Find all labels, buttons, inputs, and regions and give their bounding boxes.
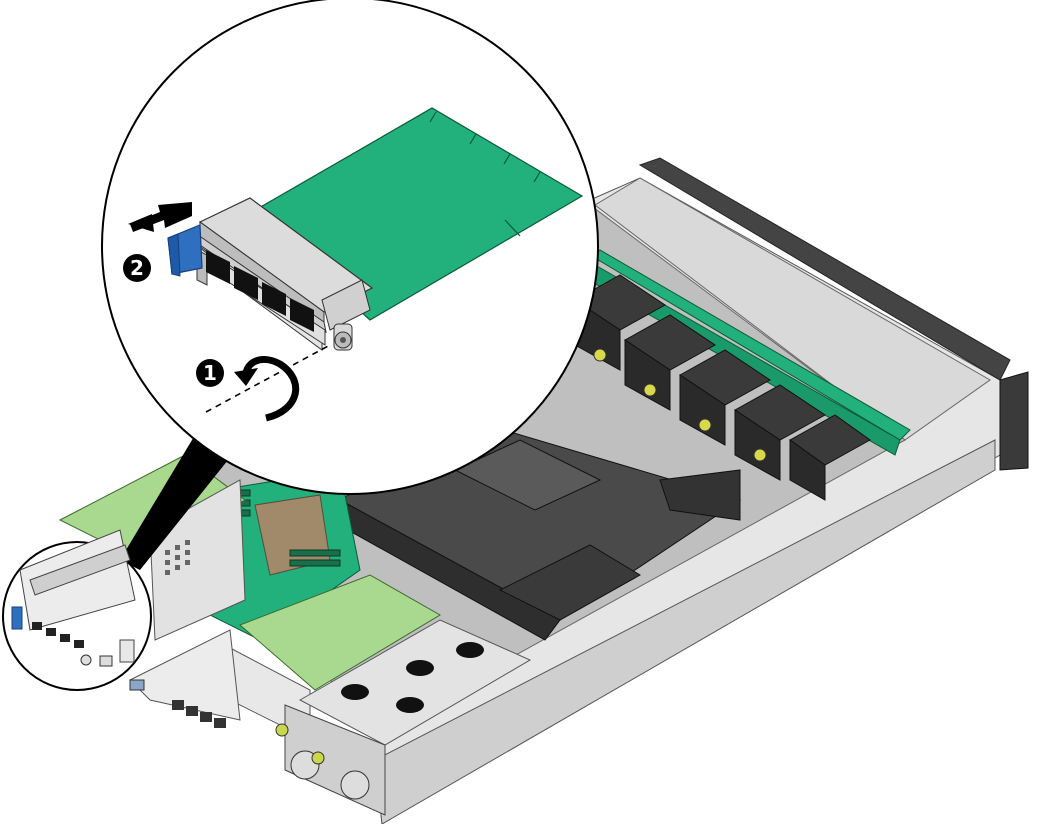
network-ports — [206, 250, 314, 332]
thumbscrew — [321, 279, 371, 351]
location-highlight-circle — [2, 529, 152, 691]
svg-text:1: 1 — [203, 361, 217, 385]
screw-axis-line — [205, 344, 331, 413]
rotate-counterclockwise-icon — [234, 356, 300, 422]
zoom-callout: 1 2 — [101, 0, 599, 495]
fan-modules — [574, 274, 871, 501]
pull-arrow-icon — [128, 202, 192, 232]
step-marker-1: 1 — [196, 359, 224, 387]
psu-bays — [275, 619, 532, 816]
step-marker-2: 2 — [123, 254, 151, 282]
svg-text:2: 2 — [130, 256, 144, 280]
callout-pointer — [120, 435, 232, 570]
rear-io-panel — [129, 629, 241, 728]
pull-handle[interactable] — [167, 224, 203, 277]
